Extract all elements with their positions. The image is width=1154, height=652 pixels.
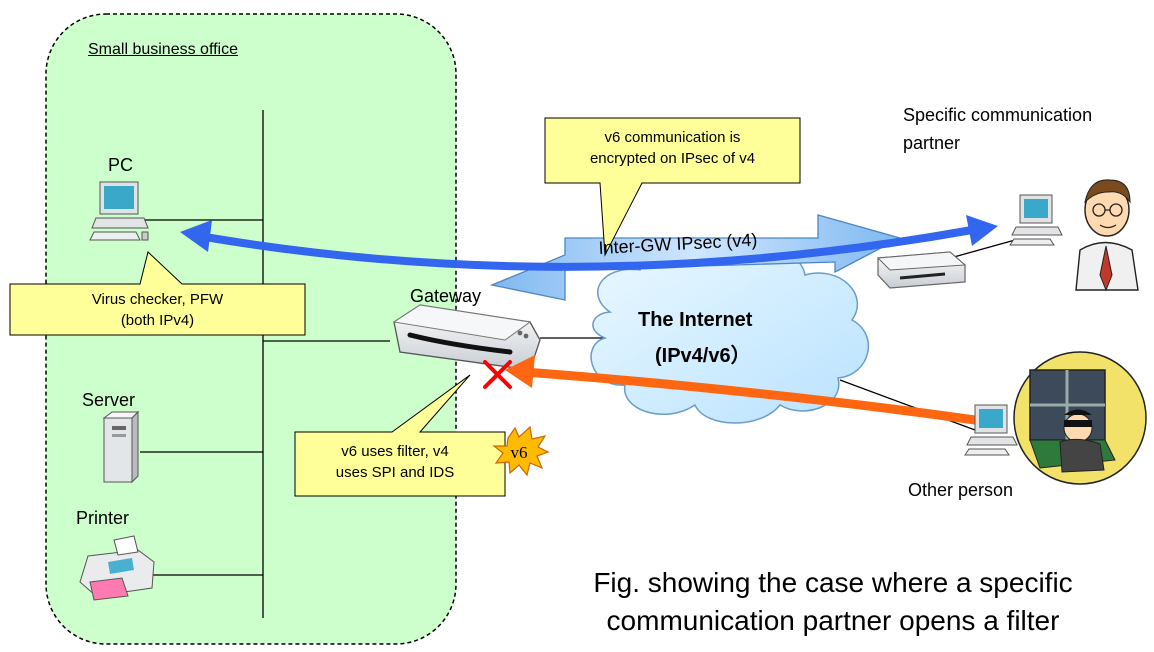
partner-pc-icon <box>1009 194 1063 246</box>
pc-icon <box>89 181 149 241</box>
callout-filter-line1: v6 uses filter, v4 <box>341 443 449 460</box>
server-icon <box>102 410 140 484</box>
v6-flow-arrow <box>201 226 976 271</box>
block-x-icon <box>483 360 512 389</box>
v6-flow-arrowhead-left <box>180 220 212 252</box>
printer-icon <box>79 535 155 601</box>
attack-flow-arrowhead <box>505 355 535 388</box>
callout-v4-shape <box>9 251 306 336</box>
remote-router-icon <box>876 251 967 289</box>
other-person-label: Other person <box>908 480 1014 500</box>
caption-line2: communication partner opens a filter <box>606 605 1060 636</box>
v6-badge-text: v6 <box>511 443 528 462</box>
internet-label-line2: (IPv4/v6） <box>655 345 751 367</box>
attack-flow-arrow <box>520 367 980 425</box>
office-title: Small business office <box>88 41 238 58</box>
callout-ipsec-line1: v6 communication is <box>604 129 741 146</box>
gateway-label: Gateway <box>410 286 482 306</box>
callout-v4: Virus checker, PFW (both IPv4) <box>10 289 305 331</box>
callout-ipsec-line2: encrypted on IPsec of v4 <box>589 150 756 167</box>
gateway-router-icon <box>392 304 541 371</box>
callout-v4-line2: (both IPv4) <box>120 312 195 329</box>
pc-label: PC <box>108 155 134 175</box>
callout-filter: v6 uses filter, v4 uses SPI and IDS <box>295 441 495 483</box>
callout-filter-shape <box>294 374 506 497</box>
internet-label-line1: The Internet <box>638 309 753 331</box>
partner-label-line2: partner <box>903 133 961 153</box>
caption: Fig. showing the case where a specific c… <box>528 564 1138 640</box>
v6-badge-shape <box>492 425 550 477</box>
callout-v4-line1: Virus checker, PFW <box>91 291 224 308</box>
burglar-icon <box>1013 351 1147 485</box>
callout-ipsec-shape <box>544 117 801 257</box>
v6-flow-arrowhead-right <box>966 215 998 246</box>
printer-label: Printer <box>76 508 130 528</box>
caption-line1: Fig. showing the case where a specific <box>593 567 1073 598</box>
partner-label-line1: Specific communication <box>903 105 1093 125</box>
other-pc-icon <box>964 404 1018 456</box>
callout-ipsec: v6 communication is encrypted on IPsec o… <box>545 127 800 169</box>
callout-filter-line2: uses SPI and IDS <box>335 464 455 481</box>
businessman-icon <box>1075 179 1139 292</box>
server-label: Server <box>82 390 136 410</box>
